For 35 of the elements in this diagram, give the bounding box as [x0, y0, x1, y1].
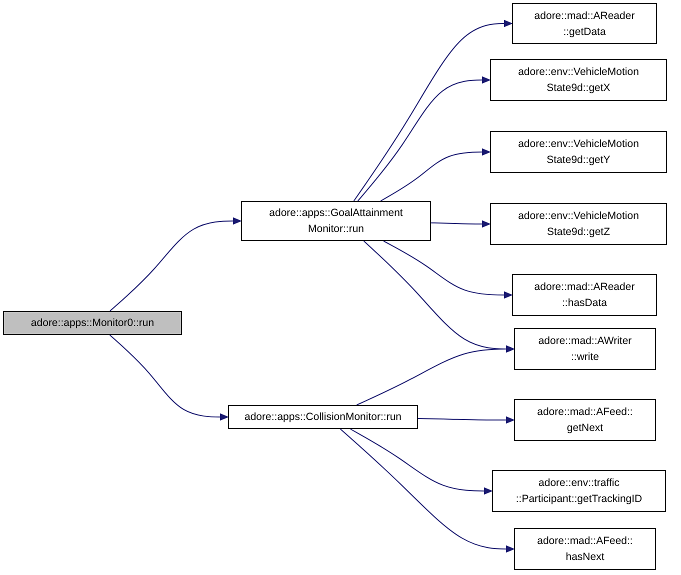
arrow: [357, 76, 490, 202]
function-box: [514, 399, 656, 441]
function-name: adore::env::traffic ::Participant::getTrackingID: [514, 476, 644, 507]
arrow: [380, 148, 490, 202]
function-name: adore::mad::AFeed:: getNext: [536, 405, 634, 436]
function-name: adore::mad::AReader ::hasData: [533, 280, 636, 311]
function-box: [490, 131, 667, 173]
function-name: adore::apps::CollisionMonitor::run: [244, 410, 402, 425]
function-box: [514, 328, 656, 370]
function-name: adore::mad::AFeed:: hasNext: [536, 534, 634, 565]
function-name: adore::mad::AReader ::getData: [533, 8, 636, 40]
function-box: [512, 274, 657, 316]
function-box: [512, 3, 657, 44]
arrow: [383, 240, 512, 299]
function-box: [514, 528, 656, 570]
arrow: [430, 220, 490, 228]
function-box: [492, 470, 666, 512]
arrow: [353, 20, 512, 202]
function-name: adore::apps::Monitor0::run: [30, 316, 154, 331]
arrow: [356, 345, 514, 406]
function-name: adore::apps::GoalAttainment Monitor::run: [268, 206, 404, 237]
function-name: adore::env::VehicleMotion State9d::getX: [517, 65, 640, 96]
arrow: [418, 416, 514, 424]
arrow: [340, 428, 514, 553]
arrow: [109, 217, 242, 312]
function-box: [228, 405, 418, 429]
arrow: [109, 334, 228, 421]
function-box: [490, 203, 667, 245]
function-name: adore::mad::AWriter ::write: [537, 334, 633, 365]
highlighted-function-box: [3, 311, 182, 335]
function-name: adore::env::VehicleMotion State9d::getY: [517, 137, 640, 168]
function-name: adore::env::VehicleMotion State9d::getZ: [517, 209, 640, 240]
arrow: [350, 428, 492, 495]
function-box: [490, 59, 667, 101]
function-box: [241, 201, 431, 241]
